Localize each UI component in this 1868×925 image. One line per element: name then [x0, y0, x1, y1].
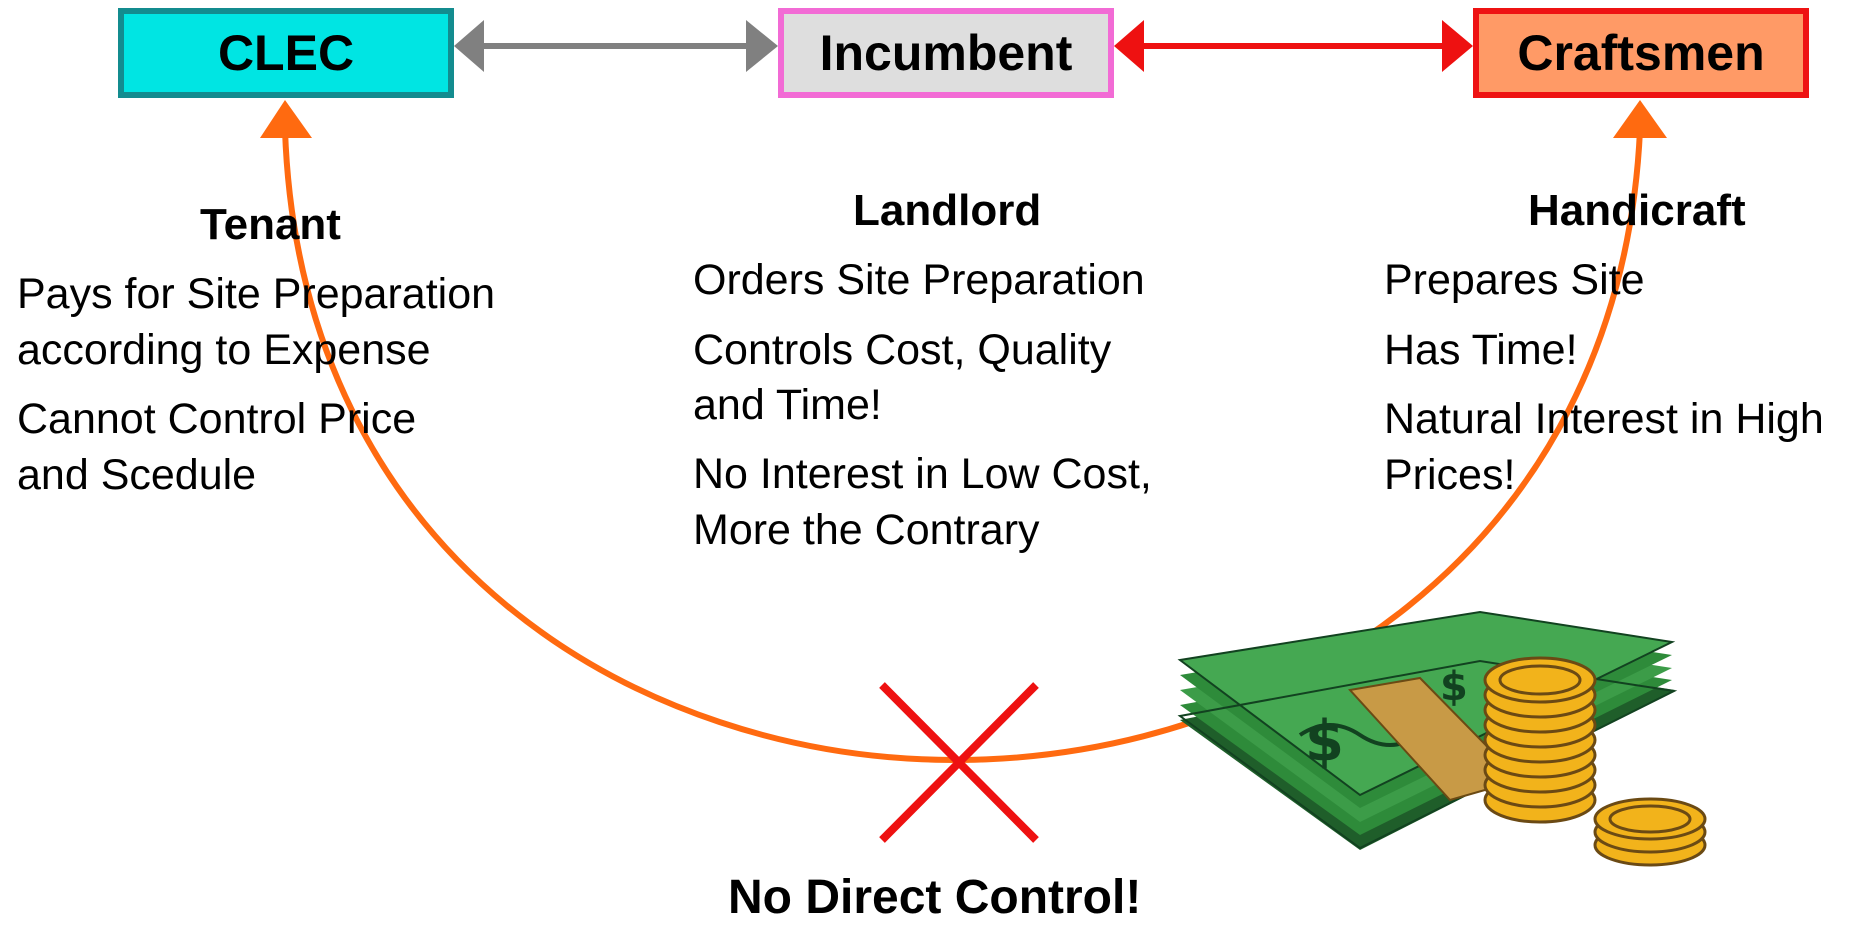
clec-label: CLEC [217, 25, 355, 81]
svg-text:$: $ [1305, 709, 1344, 774]
landlord-line: No Interest in Low Cost, [693, 450, 1152, 498]
tenant-line: Cannot Control Price [17, 395, 417, 443]
incumbent-box: Incumbent [778, 8, 1114, 98]
craftsmen-label: Craftsmen [1517, 25, 1765, 81]
clec-box: CLEC [118, 8, 454, 98]
gray-arrowhead-left [454, 20, 484, 72]
arc-arrowhead-craftsmen [1613, 100, 1667, 138]
red-arrowhead-left [1114, 20, 1144, 72]
handicraft-line: Prepares Site [1384, 256, 1645, 304]
tenant-title: Tenant [200, 200, 341, 249]
arc-arrowhead-clec [260, 100, 312, 138]
incumbent-label: Incumbent [819, 25, 1073, 81]
landlord-title: Landlord [853, 186, 1042, 235]
tenant-line: Pays for Site Preparation [17, 270, 496, 318]
landlord-line: and Time! [693, 381, 882, 429]
gray-arrowhead-right [746, 20, 778, 72]
landlord-line: Controls Cost, Quality [693, 326, 1112, 374]
money-stack-icon: $ $ [1177, 610, 1707, 867]
cross-mark-icon [879, 682, 1039, 843]
no-direct-control-label: No Direct Control! [728, 871, 1142, 924]
craftsmen-box: Craftsmen [1473, 8, 1809, 98]
landlord-line: More the Contrary [693, 506, 1040, 554]
landlord-line: Orders Site Preparation [693, 256, 1145, 304]
handicraft-line: Has Time! [1384, 326, 1578, 374]
handicraft-line: Prices! [1384, 451, 1516, 499]
handicraft-line: Natural Interest in High [1384, 395, 1824, 443]
tenant-line: according to Expense [17, 326, 431, 374]
red-arrowhead-right [1442, 20, 1473, 72]
tenant-line: and Scedule [17, 451, 257, 499]
handicraft-title: Handicraft [1528, 186, 1746, 235]
